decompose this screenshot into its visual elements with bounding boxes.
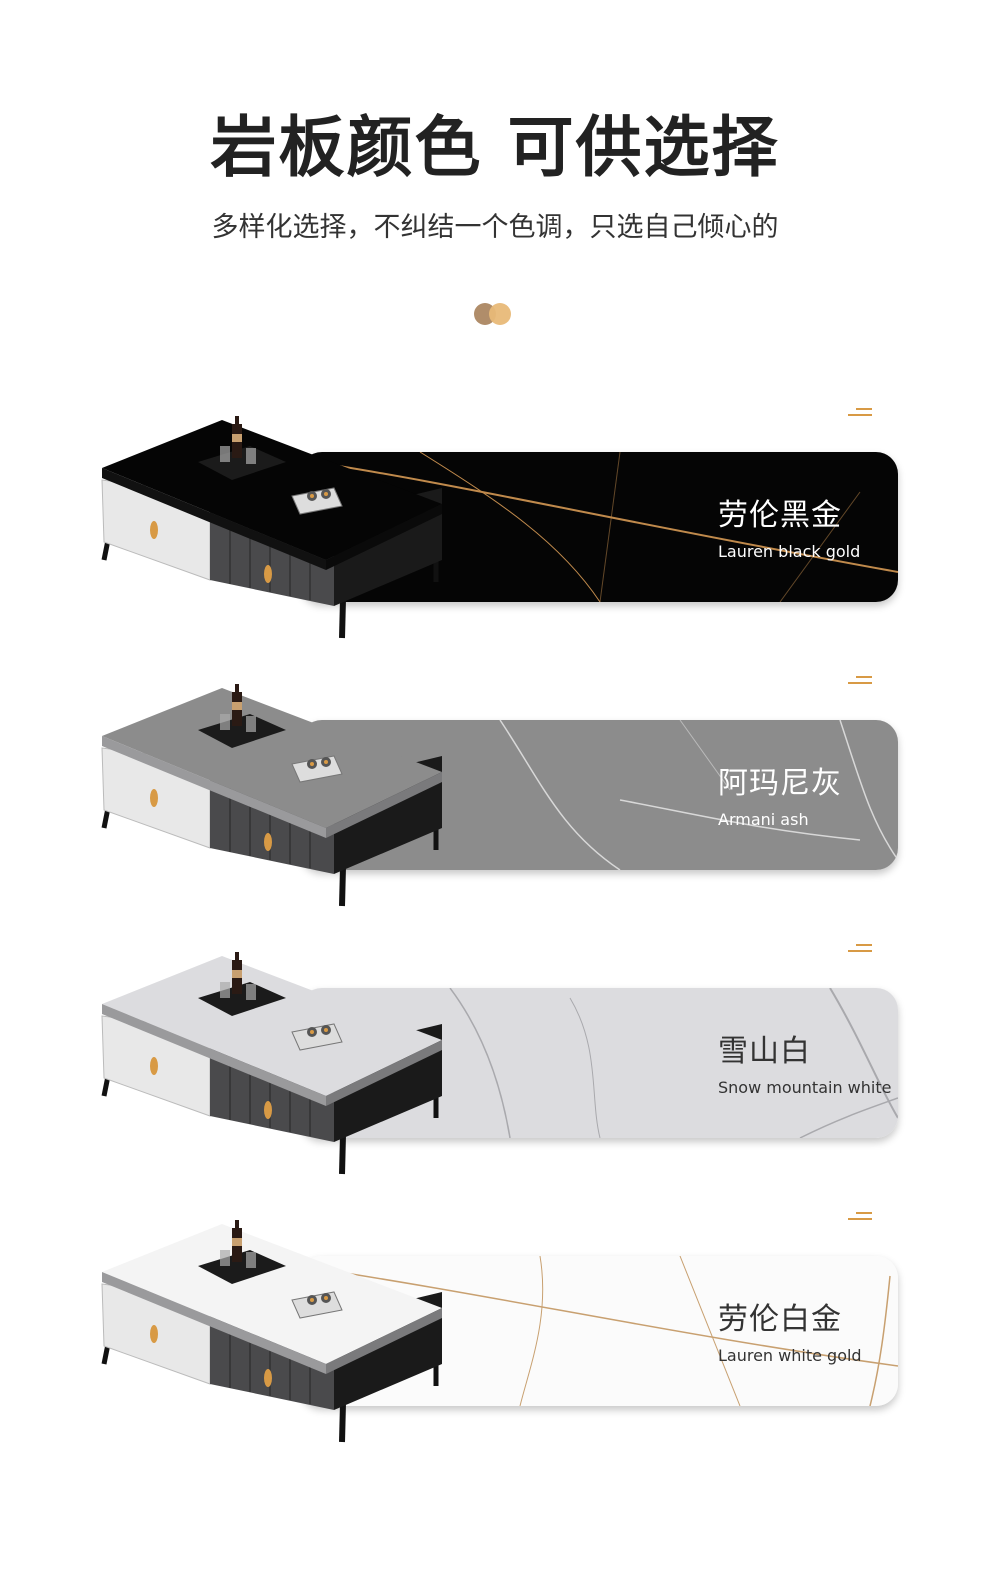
swatch-row-snow-mountain-white: 雪山白 Snow mountain white bbox=[0, 944, 990, 1212]
coffee-table-illustration bbox=[101, 684, 442, 907]
page-title: 岩板颜色 可供选择 bbox=[210, 109, 780, 186]
coffee-table-illustration bbox=[101, 416, 442, 639]
gold-lines-decoration bbox=[848, 944, 872, 954]
swatch-name-cn: 劳伦白金 bbox=[718, 1302, 842, 1337]
swatch-name-en: Armani ash bbox=[718, 810, 809, 829]
gold-lines-decoration bbox=[848, 676, 872, 686]
swatch-name-en: Lauren white gold bbox=[718, 1346, 862, 1365]
coffee-table-illustration bbox=[101, 952, 442, 1175]
gold-lines-decoration bbox=[848, 408, 872, 418]
swatch-name-en: Snow mountain white bbox=[718, 1078, 892, 1097]
swatch-name-cn: 雪山白 bbox=[718, 1034, 811, 1069]
coffee-table-illustration bbox=[101, 1220, 442, 1443]
swatch-row-lauren-white-gold: 劳伦白金 Lauren white gold bbox=[0, 1212, 990, 1480]
swatch-name-cn: 阿玛尼灰 bbox=[718, 766, 842, 801]
swatch-row-armani-ash: 阿玛尼灰 Armani ash bbox=[0, 676, 990, 944]
swatch-row-lauren-black-gold: 劳伦黑金 Lauren black gold bbox=[0, 408, 990, 676]
color-dots bbox=[474, 303, 514, 325]
swatch-name-cn: 劳伦黑金 bbox=[718, 498, 842, 533]
swatch-name-en: Lauren black gold bbox=[718, 542, 861, 561]
page-subtitle: 多样化选择，不纠结一个色调，只选自己倾心的 bbox=[211, 212, 779, 243]
gold-lines-decoration bbox=[848, 1212, 872, 1222]
dot-right bbox=[489, 303, 511, 325]
